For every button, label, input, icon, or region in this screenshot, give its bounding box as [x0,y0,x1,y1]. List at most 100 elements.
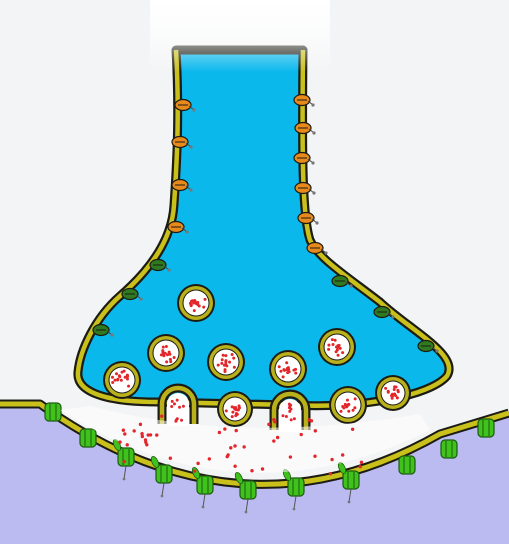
neurotransmitter-dot [225,409,228,412]
neurotransmitter-dot [190,300,193,303]
neurotransmitter-dot [121,371,124,374]
neurotransmitter-dot [141,435,144,438]
vesicle-icon [269,350,307,388]
neurotransmitter-dot [313,454,316,457]
neurotransmitter-dot [300,433,303,436]
neurotransmitter-dot [282,375,285,378]
neurotransmitter-dot [272,439,275,442]
neurotransmitter-dot [290,418,293,421]
receptor-icon [399,456,415,474]
neurotransmitter-dot [146,433,149,436]
neurotransmitter-dot [390,394,393,397]
neurotransmitter-dot [231,353,234,356]
neurotransmitter-dot [198,305,201,308]
neurotransmitter-dot [331,338,334,341]
neurotransmitter-dot [339,347,342,350]
neurotransmitter-dot [220,362,223,365]
vesicle-icon [147,334,185,372]
neurotransmitter-dot [387,391,390,394]
neurotransmitter-dot [164,352,167,355]
neurotransmitter-dot [397,390,400,393]
neurotransmitter-dot [283,369,286,372]
neurotransmitter-dot [226,455,229,458]
neurotransmitter-dot [221,358,224,361]
neurotransmitter-dot [202,306,205,309]
neurotransmitter-dot [169,358,172,361]
neurotransmitter-dot [242,445,245,448]
neurotransmitter-dot [332,343,335,346]
neurotransmitter-dot [235,408,238,411]
neurotransmitter-dot [360,461,363,464]
neurotransmitter-dot [292,369,295,372]
neurotransmitter-dot [118,375,121,378]
neurotransmitter-dot [229,446,232,449]
neurotransmitter-dot [222,354,225,357]
neurotransmitter-dot [170,405,173,408]
neurotransmitter-dot [168,351,171,354]
neurotransmitter-dot [279,370,282,373]
neurotransmitter-dot [126,378,129,381]
neurotransmitter-dot [278,365,281,368]
neurotransmitter-dot [160,414,163,417]
neurotransmitter-dot [116,378,119,381]
neurotransmitter-dot [190,304,193,307]
neurotransmitter-dot [327,344,330,347]
neurotransmitter-dot [282,414,285,417]
vesicle-icon [375,375,411,411]
neurotransmitter-dot [111,381,114,384]
neurotransmitter-dot [193,309,196,312]
neurotransmitter-dot [180,419,183,422]
neurotransmitter-dot [261,467,264,470]
neurotransmitter-dot [120,379,123,382]
neurotransmitter-dot [341,405,344,408]
neurotransmitter-dot [346,399,349,402]
neurotransmitter-dot [347,410,350,413]
vesicle-icon [217,391,253,427]
neurotransmitter-dot [176,417,179,420]
neurotransmitter-dot [139,423,142,426]
receptor-icon [478,419,494,437]
neurotransmitter-dot [294,372,297,375]
neurotransmitter-dot [285,361,288,364]
neurotransmitter-dot [155,433,158,436]
neurotransmitter-dot [193,299,196,302]
neurotransmitter-dot [335,346,338,349]
neurotransmitter-dot [165,360,168,363]
neurotransmitter-dot [123,432,126,435]
neurotransmitter-dot [231,415,234,418]
neurotransmitter-dot [161,349,164,352]
neurotransmitter-dot [327,348,330,351]
vesicle-icon [329,386,367,424]
neurotransmitter-dot [310,419,313,422]
neurotransmitter-dot [351,428,354,431]
neurotransmitter-dot [193,469,196,472]
neurotransmitter-dot [196,462,199,465]
neurotransmitter-dot [223,427,226,430]
neurotransmitter-dot [115,372,118,375]
neurotransmitter-dot [217,364,220,367]
neurotransmitter-dot [173,402,176,405]
neurotransmitter-dot [336,348,339,351]
neurotransmitter-dot [384,387,387,390]
neurotransmitter-dot [118,440,121,443]
neurotransmitter-dot [196,301,199,304]
vesicle-icon [103,361,141,399]
neurotransmitter-dot [394,394,397,397]
neurotransmitter-dot [289,408,292,411]
neurotransmitter-dot [341,453,344,456]
neurotransmitter-dot [359,465,362,468]
neurotransmitter-dot [224,360,227,363]
neurotransmitter-dot [314,429,317,432]
neurotransmitter-dot [171,400,174,403]
neurotransmitter-dot [352,409,355,412]
neurotransmitter-dot [354,397,357,400]
neurotransmitter-dot [176,399,179,402]
neurotransmitter-dot [223,370,226,373]
neurotransmitter-dot [233,465,236,468]
neurotransmitter-dot [250,469,253,472]
vesicle-icon [207,343,245,381]
neurotransmitter-dot [173,356,176,359]
neurotransmitter-dot [178,406,181,409]
neurotransmitter-dot [160,353,163,356]
neurotransmitter-dot [393,388,396,391]
